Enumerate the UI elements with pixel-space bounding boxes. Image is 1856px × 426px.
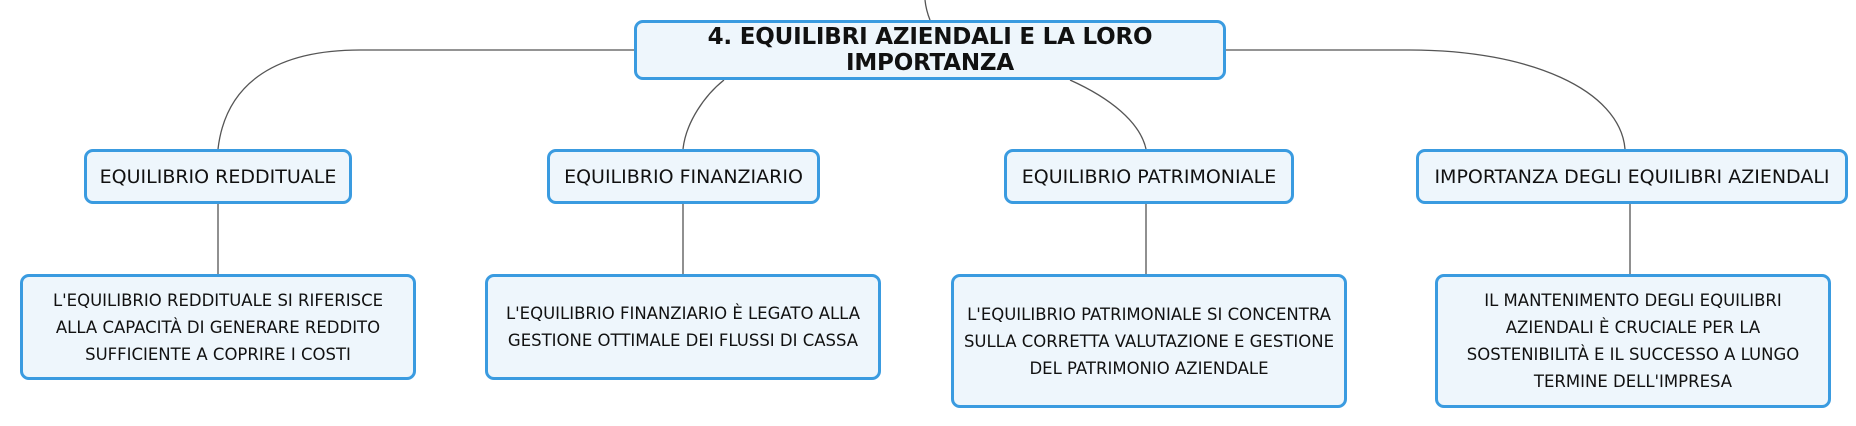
detail-node-finanziario[interactable]: L'EQUILIBRIO FINANZIARIO È LEGATO ALLA G… bbox=[485, 274, 881, 380]
detail-text: IL MANTENIMENTO DEGLI EQUILIBRI AZIENDAL… bbox=[1466, 291, 1800, 391]
detail-text: L'EQUILIBRIO PATRIMONIALE SI CONCENTRA S… bbox=[963, 304, 1335, 378]
detail-node-importanza[interactable]: IL MANTENIMENTO DEGLI EQUILIBRI AZIENDAL… bbox=[1435, 274, 1831, 408]
detail-text: L'EQUILIBRIO FINANZIARIO È LEGATO ALLA G… bbox=[505, 304, 861, 350]
root-label: 4. EQUILIBRI AZIENDALI E LA LORO IMPORTA… bbox=[707, 24, 1153, 76]
branch-node-finanziario[interactable]: EQUILIBRIO FINANZIARIO bbox=[547, 149, 820, 204]
connector-root-to-reddituale bbox=[217, 49, 634, 150]
branch-node-importanza[interactable]: IMPORTANZA DEGLI EQUILIBRI AZIENDALI bbox=[1416, 149, 1848, 204]
branch-label: EQUILIBRIO FINANZIARIO bbox=[564, 165, 803, 188]
branch-node-reddituale[interactable]: EQUILIBRIO REDDITUALE bbox=[84, 149, 352, 204]
branch-node-patrimoniale[interactable]: EQUILIBRIO PATRIMONIALE bbox=[1004, 149, 1294, 204]
branch-label: EQUILIBRIO REDDITUALE bbox=[99, 165, 337, 188]
branch-label: EQUILIBRIO PATRIMONIALE bbox=[1021, 165, 1277, 188]
root-node[interactable]: 4. EQUILIBRI AZIENDALI E LA LORO IMPORTA… bbox=[634, 20, 1226, 80]
detail-text: L'EQUILIBRIO REDDITUALE SI RIFERISCE ALL… bbox=[52, 290, 384, 364]
branch-label: IMPORTANZA DEGLI EQUILIBRI AZIENDALI bbox=[1434, 165, 1830, 188]
connector-top-stub bbox=[924, 0, 931, 21]
detail-node-reddituale[interactable]: L'EQUILIBRIO REDDITUALE SI RIFERISCE ALL… bbox=[20, 274, 416, 380]
connector-root-to-patrimoniale bbox=[1069, 79, 1147, 150]
connector-root-to-finanziario bbox=[682, 79, 725, 150]
detail-node-patrimoniale[interactable]: L'EQUILIBRIO PATRIMONIALE SI CONCENTRA S… bbox=[951, 274, 1347, 408]
connector-root-to-importanza bbox=[1226, 49, 1626, 150]
